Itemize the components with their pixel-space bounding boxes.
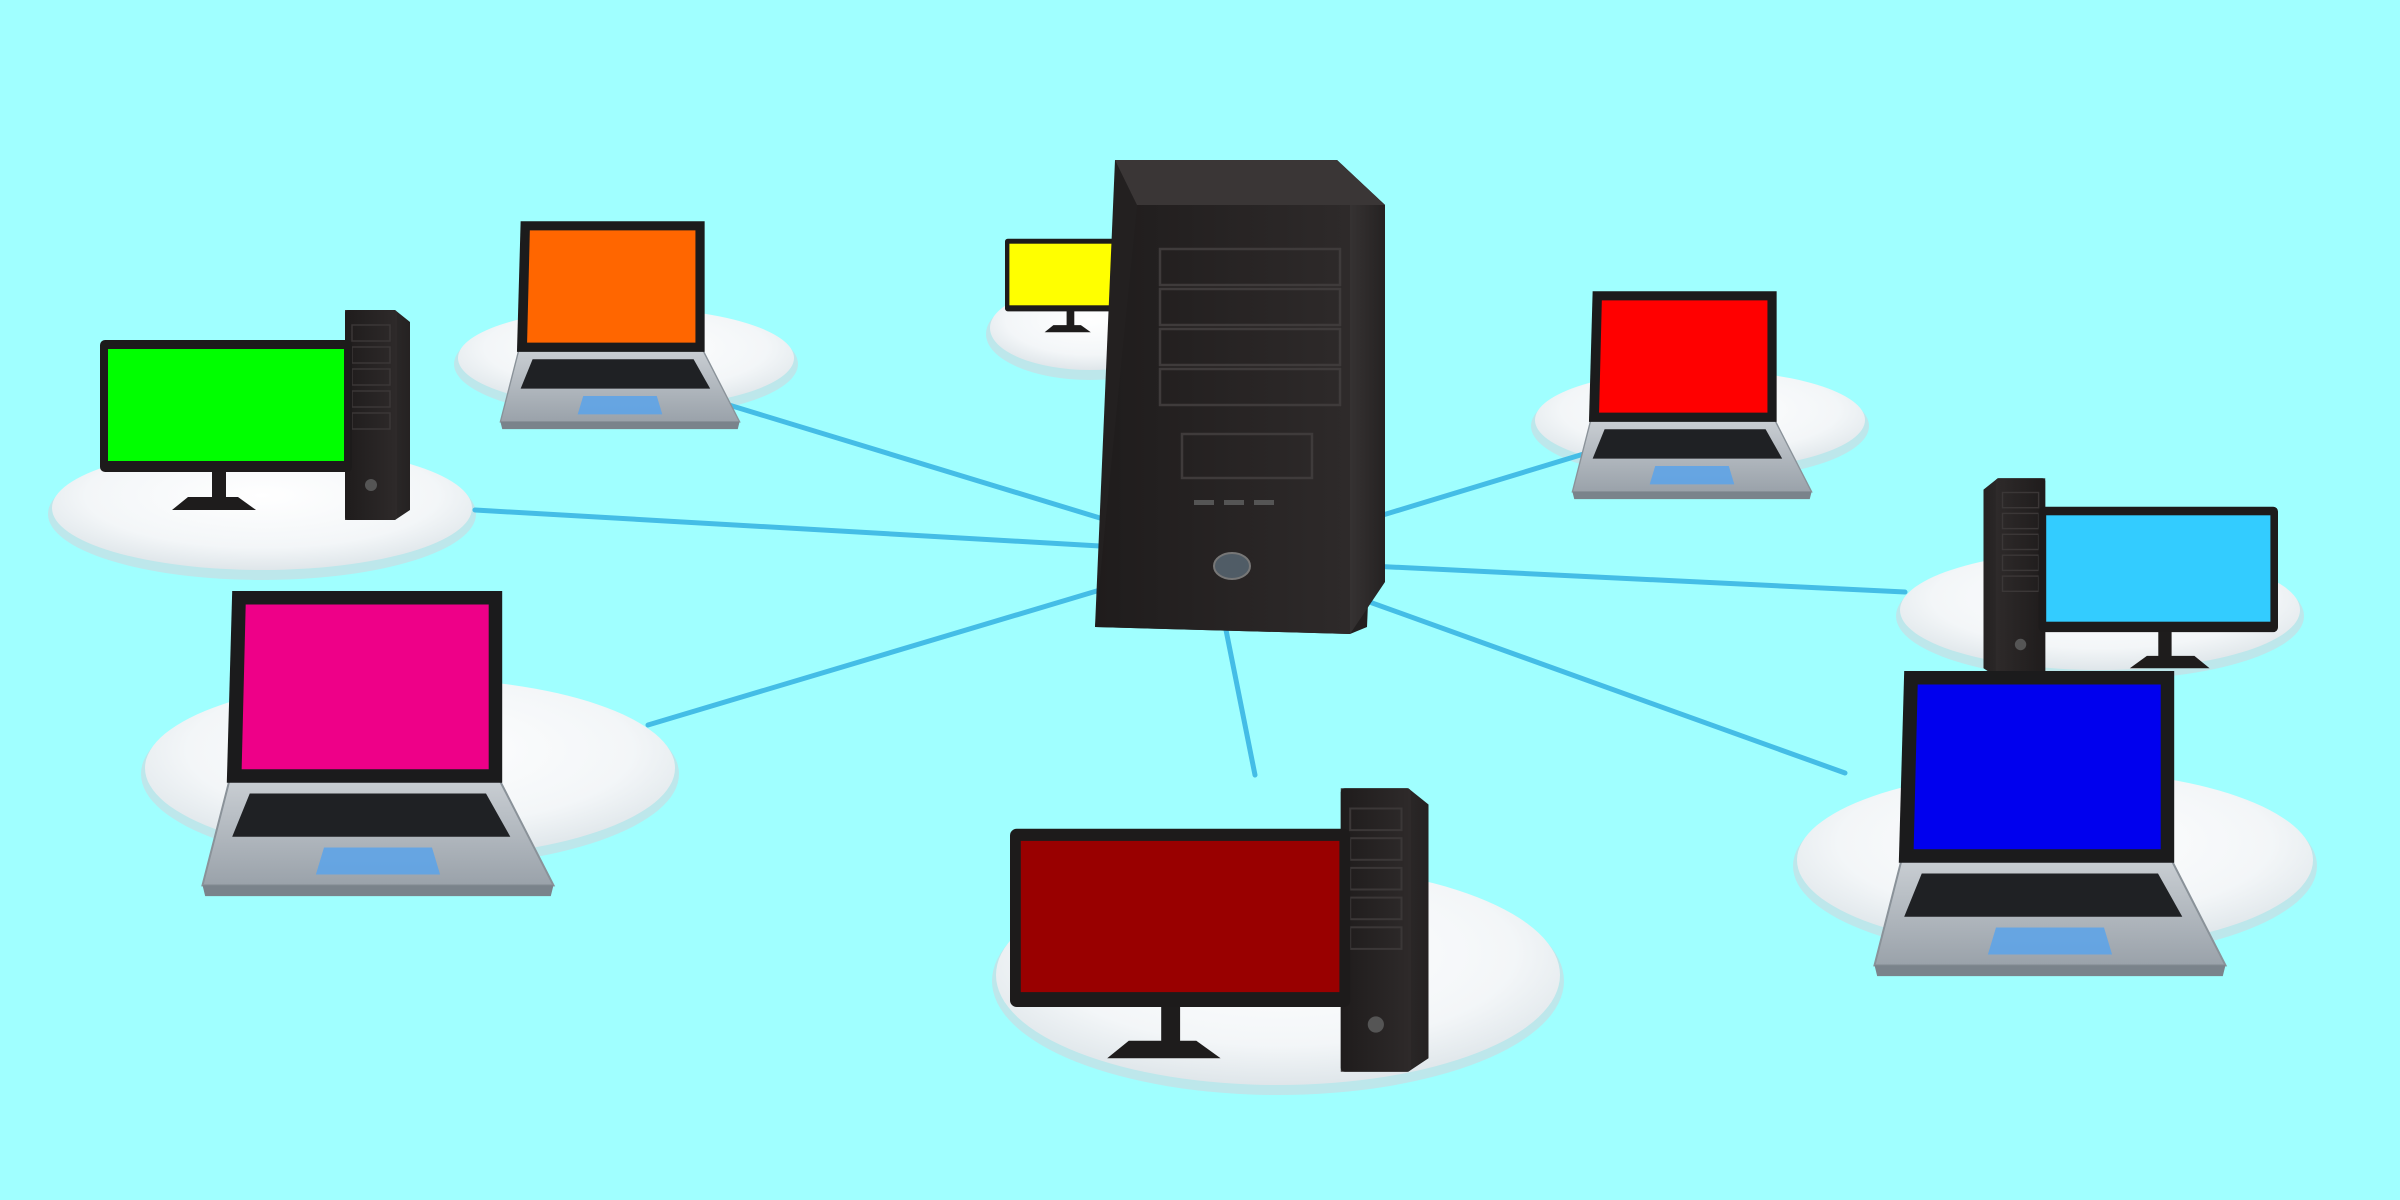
red-laptop-keyboard	[1592, 429, 1783, 459]
server-tower	[1095, 160, 1385, 634]
yellow-desktop-monitor-base	[1044, 325, 1091, 333]
darkred-desktop-monitor-base	[1107, 1040, 1221, 1059]
magenta-laptop-touchpad	[315, 847, 441, 875]
front-port-2	[1224, 500, 1244, 505]
magenta-laptop	[201, 591, 556, 897]
magenta-laptop-link	[645, 587, 1103, 728]
red-laptop-screen	[1599, 300, 1768, 413]
green-desktop-power-button	[365, 479, 377, 491]
orange-laptop-keyboard	[520, 359, 711, 389]
floppy-bay	[1180, 432, 1314, 480]
green-desktop	[100, 310, 410, 520]
darkred-desktop-monitor-stand	[1161, 997, 1181, 1044]
red-laptop	[1571, 291, 1813, 500]
darkred-desktop-power-button	[1367, 1016, 1384, 1033]
orange-laptop	[499, 221, 741, 430]
blue-laptop-screen	[1913, 684, 2161, 850]
green-desktop-monitor-base	[172, 497, 256, 510]
red-laptop-link	[1347, 443, 1613, 528]
front-port-1	[1194, 500, 1214, 505]
server-tower-side	[1337, 160, 1385, 634]
orange-laptop-touchpad	[577, 396, 663, 415]
blue-laptop-link	[1347, 592, 1848, 776]
orange-laptop-base-edge	[500, 421, 740, 430]
lightblue-desktop	[1983, 478, 2278, 678]
darkred-desktop-screen	[1020, 840, 1340, 993]
green-desktop-screen	[108, 349, 344, 461]
darkred-desktop	[1010, 788, 1429, 1072]
red-laptop-touchpad	[1649, 466, 1735, 485]
green-desktop-link	[472, 507, 1103, 549]
red-laptop-base-edge	[1572, 491, 1812, 500]
blue-laptop-touchpad	[1987, 927, 2113, 955]
orange-laptop-link	[703, 395, 1103, 521]
magenta-laptop-screen	[241, 604, 489, 770]
drive-bay-2	[1158, 287, 1342, 327]
front-port-3	[1254, 500, 1274, 505]
lightblue-desktop-screen	[2046, 515, 2271, 622]
lightblue-desktop-power-button	[2014, 638, 2027, 651]
magenta-laptop-base-edge	[202, 885, 554, 897]
darkred-desktop-link	[1222, 622, 1258, 778]
blue-laptop-keyboard	[1904, 873, 2183, 917]
drive-bay-4	[1158, 367, 1342, 407]
drive-bay-3	[1158, 327, 1342, 367]
magenta-laptop-keyboard	[232, 793, 511, 837]
yellow-desktop-monitor-stand	[1066, 307, 1075, 327]
lightblue-desktop-monitor-stand	[2158, 625, 2172, 658]
blue-laptop-base-edge	[1874, 965, 2226, 977]
server-power-button	[1213, 552, 1251, 580]
server-tower-top	[1115, 160, 1385, 205]
orange-laptop-screen	[527, 230, 696, 343]
drive-bay-1	[1158, 247, 1342, 287]
lightblue-desktop-link	[1347, 562, 1908, 595]
blue-laptop	[1873, 671, 2228, 977]
green-desktop-monitor-stand	[212, 465, 226, 499]
lightblue-desktop-monitor-base	[2129, 655, 2210, 669]
